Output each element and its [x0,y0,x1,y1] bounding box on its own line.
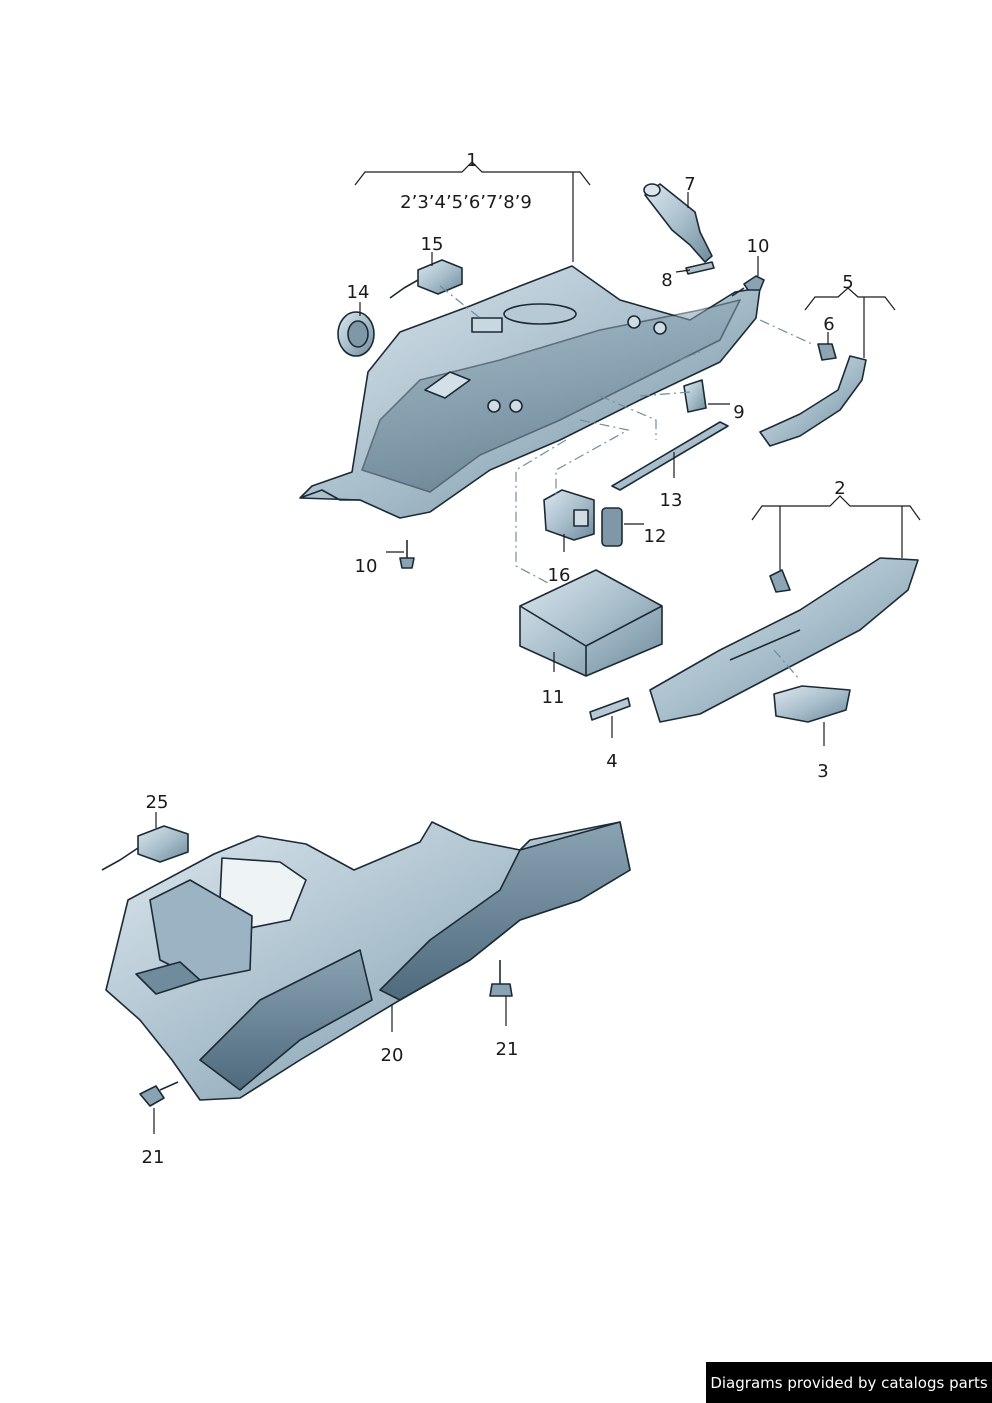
part-16-switch [543,489,595,541]
credit-text: Diagrams provided by catalogs parts [710,1373,988,1392]
callout-20: 20 [381,1045,404,1066]
callout-10-lower: 10 [355,556,378,577]
part-2-glove-box-lid [649,557,919,723]
callout-21-right: 21 [496,1039,519,1060]
callout-labels: 1 2’3’4’5’6’7’8’9 7 8 10 15 14 5 6 9 13 … [142,150,854,1168]
part-21-screw-left [139,1081,179,1107]
callout-1: 1 [466,150,477,171]
part-11-storage-box [519,569,663,677]
callout-4: 4 [606,751,617,772]
callout-2: 2 [834,478,845,499]
part-7-lock-cylinder [643,183,713,263]
callout-6: 6 [823,314,834,335]
credit-banner: Diagrams provided by catalogs parts [706,1362,992,1403]
callout-16: 16 [548,565,571,586]
callout-12: 12 [644,526,667,547]
part-20-center-console [105,821,631,1101]
callout-13: 13 [660,490,683,511]
callout-7: 7 [684,174,695,195]
callout-3: 3 [817,761,828,782]
part-10-screw-upper [731,275,765,297]
part-10-screw-lower [399,540,415,569]
part-8-screw [685,261,715,275]
callout-21-left: 21 [142,1147,165,1168]
group-1-subparts: 2’3’4’5’6’7’8’9 [400,192,532,213]
part-25-sensor [101,825,189,871]
group-2-bracket [751,495,921,570]
part-6-clip [817,343,837,361]
part-4-pin [589,697,631,721]
callout-14: 14 [347,282,370,303]
callout-9: 9 [733,402,744,423]
glove-box-housing [299,265,761,519]
callout-8: 8 [661,270,672,291]
group-1-bracket [354,161,591,262]
part-12-cover [601,507,623,547]
callout-11: 11 [542,687,565,708]
part-5-trim-strip [759,355,867,447]
callout-10-upper: 10 [747,236,770,257]
callout-leaders [153,192,829,1134]
callout-15: 15 [421,234,444,255]
callout-25: 25 [146,792,169,813]
part-9-latch [683,379,707,413]
callout-5: 5 [842,272,853,293]
part-21-screw-right [489,960,513,997]
part-14-vent [337,311,375,357]
part-3-handle [773,685,851,723]
group-5-bracket [804,287,896,358]
assembly-lines [439,285,813,681]
part-15-sensor [389,259,463,299]
part-13-strip [611,421,729,491]
